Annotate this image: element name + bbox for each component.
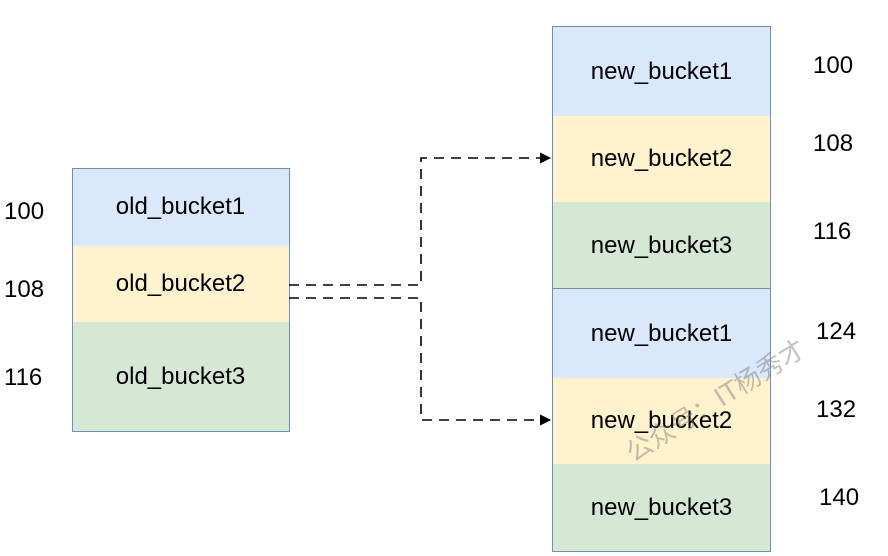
new-bucket-bottom-2: new_bucket2	[553, 378, 770, 464]
new-bucket-top-2: new_bucket2	[553, 116, 770, 202]
old-addr-1: 100	[4, 198, 45, 225]
new-bucket-bottom-1: new_bucket1	[553, 289, 770, 378]
new-bucket-bottom-3: new_bucket3	[553, 464, 770, 551]
old-addr-2: 108	[4, 276, 45, 303]
old-bucket-1-label: old_bucket1	[115, 193, 246, 220]
old-bucket-3: old_bucket3	[72, 322, 289, 431]
new-bucket-top-3: new_bucket3	[553, 202, 770, 289]
old-bucket-2: old_bucket2	[72, 246, 289, 322]
new-addr-top-1: 100	[813, 52, 854, 79]
arrow-to-new-bucket-bottom-2	[289, 297, 552, 426]
new-addr-bottom-2: 132	[816, 396, 857, 423]
new-addr-top-3: 116	[813, 218, 852, 245]
new-buckets-bottom-frame	[552, 288, 771, 552]
new-addr-bottom-1: 124	[816, 318, 857, 345]
new-bucket-bottom-3-label: new_bucket3	[590, 493, 733, 521]
new-bucket-bottom-1-label: new_bucket1	[590, 319, 733, 347]
new-bucket-top-1-label: new_bucket1	[590, 57, 733, 85]
new-addr-bottom-3: 140	[819, 484, 860, 511]
old-bucket-3-label: old_bucket3	[115, 362, 246, 390]
new-bucket-top-1: new_bucket1	[553, 27, 770, 116]
old-buckets-frame	[72, 168, 290, 432]
new-bucket-bottom-2-label: new_bucket2	[590, 407, 733, 434]
old-bucket-2-label: old_bucket2	[115, 270, 246, 297]
new-addr-top-2: 108	[813, 130, 854, 157]
old-bucket-1: old_bucket1	[72, 168, 289, 246]
new-bucket-top-3-label: new_bucket3	[590, 231, 733, 259]
new-bucket-top-2-label: new_bucket2	[590, 145, 733, 172]
arrow-to-new-bucket-top-2	[289, 152, 552, 286]
old-addr-3: 116	[4, 364, 43, 391]
